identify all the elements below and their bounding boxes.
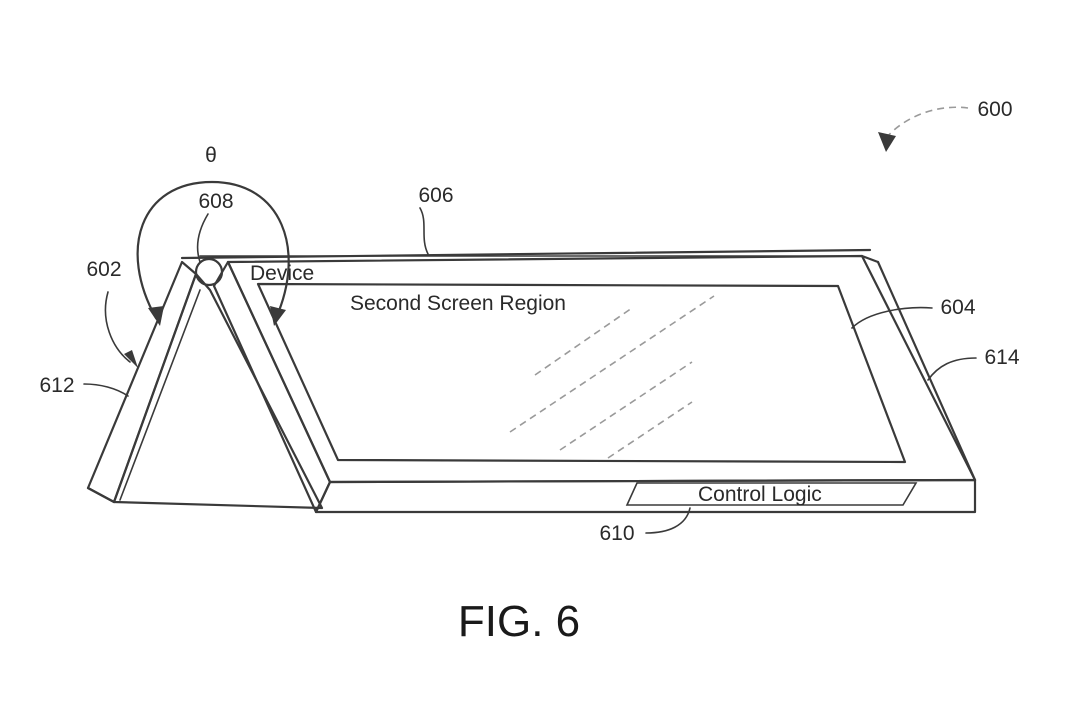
ref-610: 610 bbox=[599, 522, 634, 545]
ref-608: 608 bbox=[198, 190, 233, 213]
screen-reflection bbox=[509, 295, 715, 459]
control-logic-label: Control Logic bbox=[698, 483, 822, 506]
second-screen-region-label: Second Screen Region bbox=[350, 292, 566, 315]
ref-604: 604 bbox=[940, 296, 975, 319]
ref-614: 614 bbox=[984, 346, 1019, 369]
angle-theta-indicator bbox=[136, 180, 290, 326]
control-logic-box bbox=[625, 482, 918, 506]
ref-612: 612 bbox=[39, 374, 74, 397]
second-screen-region bbox=[256, 282, 907, 464]
ref-602: 602 bbox=[86, 258, 121, 281]
ref-606: 606 bbox=[418, 184, 453, 207]
theta-label: θ bbox=[205, 144, 217, 167]
first-device-part bbox=[86, 260, 324, 510]
second-device-part bbox=[180, 248, 977, 514]
figure-caption: FIG. 6 bbox=[458, 597, 580, 646]
ref-600: 600 bbox=[977, 98, 1012, 121]
leader-lines bbox=[83, 106, 977, 534]
device-label: Device bbox=[250, 262, 314, 285]
